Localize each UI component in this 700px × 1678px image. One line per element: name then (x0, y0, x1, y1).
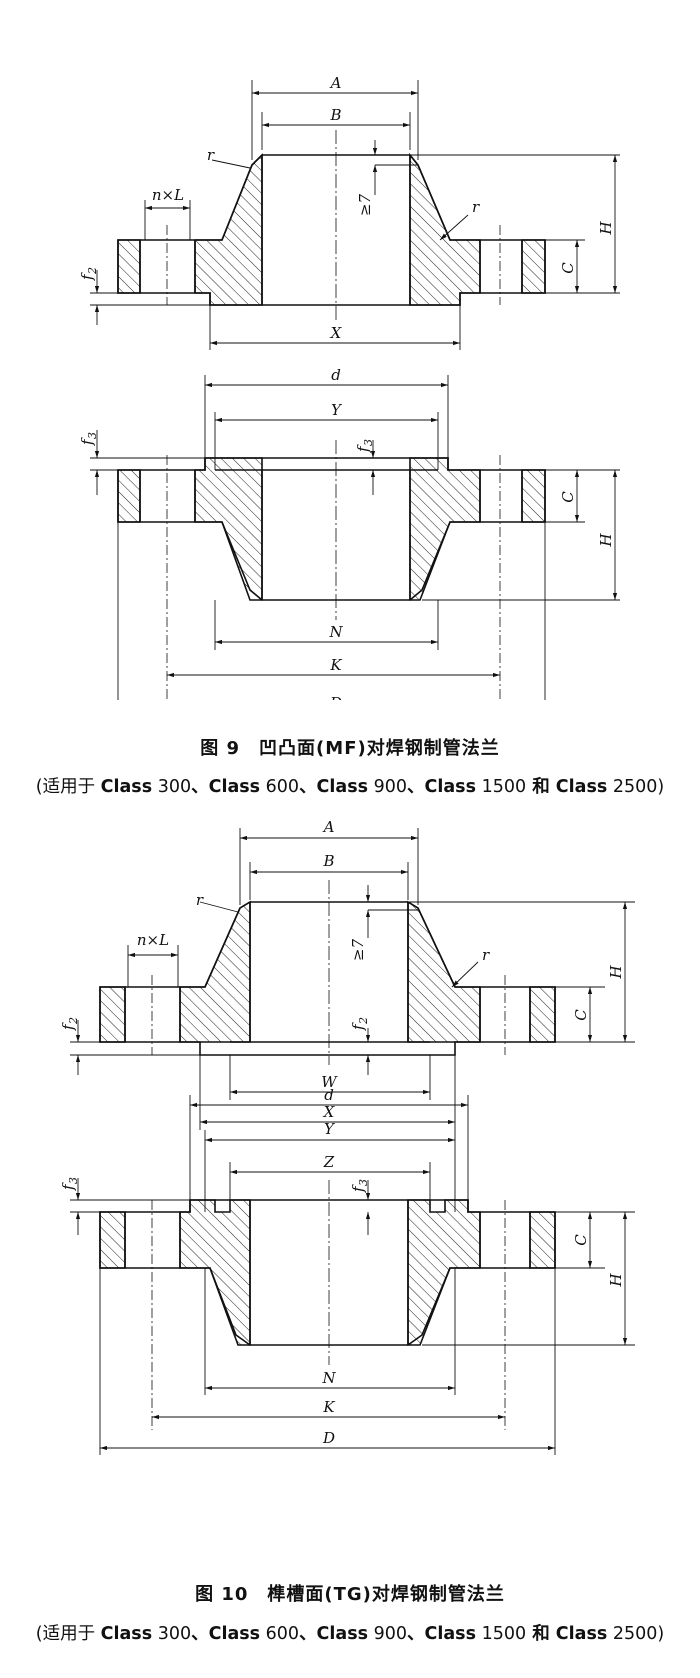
fig9-label-D: D (329, 694, 342, 700)
fig10-label-C: C (572, 1009, 590, 1021)
fig10-label-Y: Y (324, 1120, 336, 1138)
fig10-label-W: W (321, 1073, 338, 1091)
fig9-bottom-centerlines (166, 440, 501, 700)
fig10-label-r-left: r (196, 891, 204, 909)
fig10-label-nxl: n×L (137, 931, 169, 949)
figure-10-caption: 图 10 榫槽面(TG)对焊钢制管法兰 (195, 1584, 505, 1605)
fig9-label-ge7: ≥7 (356, 193, 374, 216)
fig9-label-H: H (597, 221, 615, 236)
fig9-label-C: C (559, 262, 577, 274)
fig9-label-A: A (329, 74, 342, 92)
fig9-bottom-dimensions (90, 375, 620, 700)
fig10-label-ge7: ≥7 (349, 938, 367, 961)
fig10-label-H-bottom: H (607, 1273, 625, 1288)
fig10-bottom-centerlines (151, 1180, 506, 1430)
svg-text:3: 3 (357, 1179, 370, 1186)
fig10-top-section (99, 900, 556, 1056)
fig10-label-d: d (324, 1086, 334, 1104)
figure-9-drawing: A B r r n×L ≥7 H C f 2 X (78, 74, 620, 700)
fig10-label-f3-inner: f 3 (349, 1179, 370, 1193)
fig9-label-r-left: r (207, 146, 215, 164)
fig10-bottom-section (99, 1199, 556, 1346)
svg-text:f: f (354, 444, 372, 453)
svg-text:3: 3 (362, 439, 375, 446)
fig9-label-d: d (331, 366, 341, 384)
fig10-label-A: A (322, 818, 335, 836)
fig9-bottom-section (117, 457, 546, 601)
fig9-top-dimensions (90, 80, 620, 350)
fig9-label-nxl: n×L (152, 186, 184, 204)
fig10-top-dimensions (70, 828, 635, 1130)
svg-text:f: f (59, 1022, 77, 1031)
svg-text:f: f (59, 1182, 77, 1191)
fig10-label-K: K (322, 1398, 335, 1416)
figure-9-applicability-note: (适用于 Class 300、Class 600、Class 900、Class… (35, 777, 665, 797)
fig9-label-X: X (330, 324, 343, 342)
fig10-label-f2-left: f 2 (59, 1017, 80, 1031)
svg-text:2: 2 (357, 1017, 370, 1025)
fig10-bottom-dimensions (70, 1095, 635, 1455)
fig9-label-N: N (328, 623, 343, 641)
fig10-label-Z: Z (323, 1153, 335, 1171)
fig10-label-X: X (323, 1103, 336, 1121)
svg-text:f: f (349, 1184, 367, 1193)
fig9-label-H-bottom: H (597, 533, 615, 548)
fig10-label-r-right: r (482, 946, 490, 964)
svg-text:3: 3 (86, 432, 99, 439)
fig9-top-centerlines (166, 130, 501, 320)
fig9-label-Y: Y (331, 401, 343, 419)
fig10-top-centerlines (151, 880, 506, 1065)
fig9-label-C-bottom: C (559, 491, 577, 503)
fig10-label-H: H (607, 965, 625, 980)
svg-text:3: 3 (67, 1177, 80, 1184)
fig9-label-f2: f 2 (78, 267, 99, 281)
fig10-label-C-bottom: C (572, 1234, 590, 1246)
fig9-label-f3-inner: f 3 (354, 439, 375, 453)
fig9-top-section (117, 152, 546, 306)
svg-text:2: 2 (67, 1017, 80, 1025)
figure-10-drawing: A B r r n×L ≥7 H C f 2 f 2 W X (59, 818, 635, 1455)
fig10-label-f2-inner: f 2 (349, 1017, 370, 1031)
fig10-label-B: B (322, 852, 334, 870)
svg-text:f: f (78, 437, 96, 446)
fig9-label-K: K (329, 656, 342, 674)
svg-text:f: f (349, 1022, 367, 1031)
fig10-label-N: N (321, 1369, 336, 1387)
figure-9-caption: 图 9 凹凸面(MF)对焊钢制管法兰 (200, 738, 500, 759)
figure-10-applicability-note: (适用于 Class 300、Class 600、Class 900、Class… (35, 1624, 665, 1644)
fig9-label-r-right: r (472, 198, 480, 216)
fig10-label-D: D (322, 1429, 335, 1447)
fig10-label-f3-left: f 3 (59, 1177, 80, 1191)
fig9-label-B: B (329, 106, 341, 124)
svg-text:2: 2 (86, 267, 99, 275)
fig9-label-f3-left: f 3 (78, 432, 99, 446)
svg-text:f: f (78, 272, 96, 281)
